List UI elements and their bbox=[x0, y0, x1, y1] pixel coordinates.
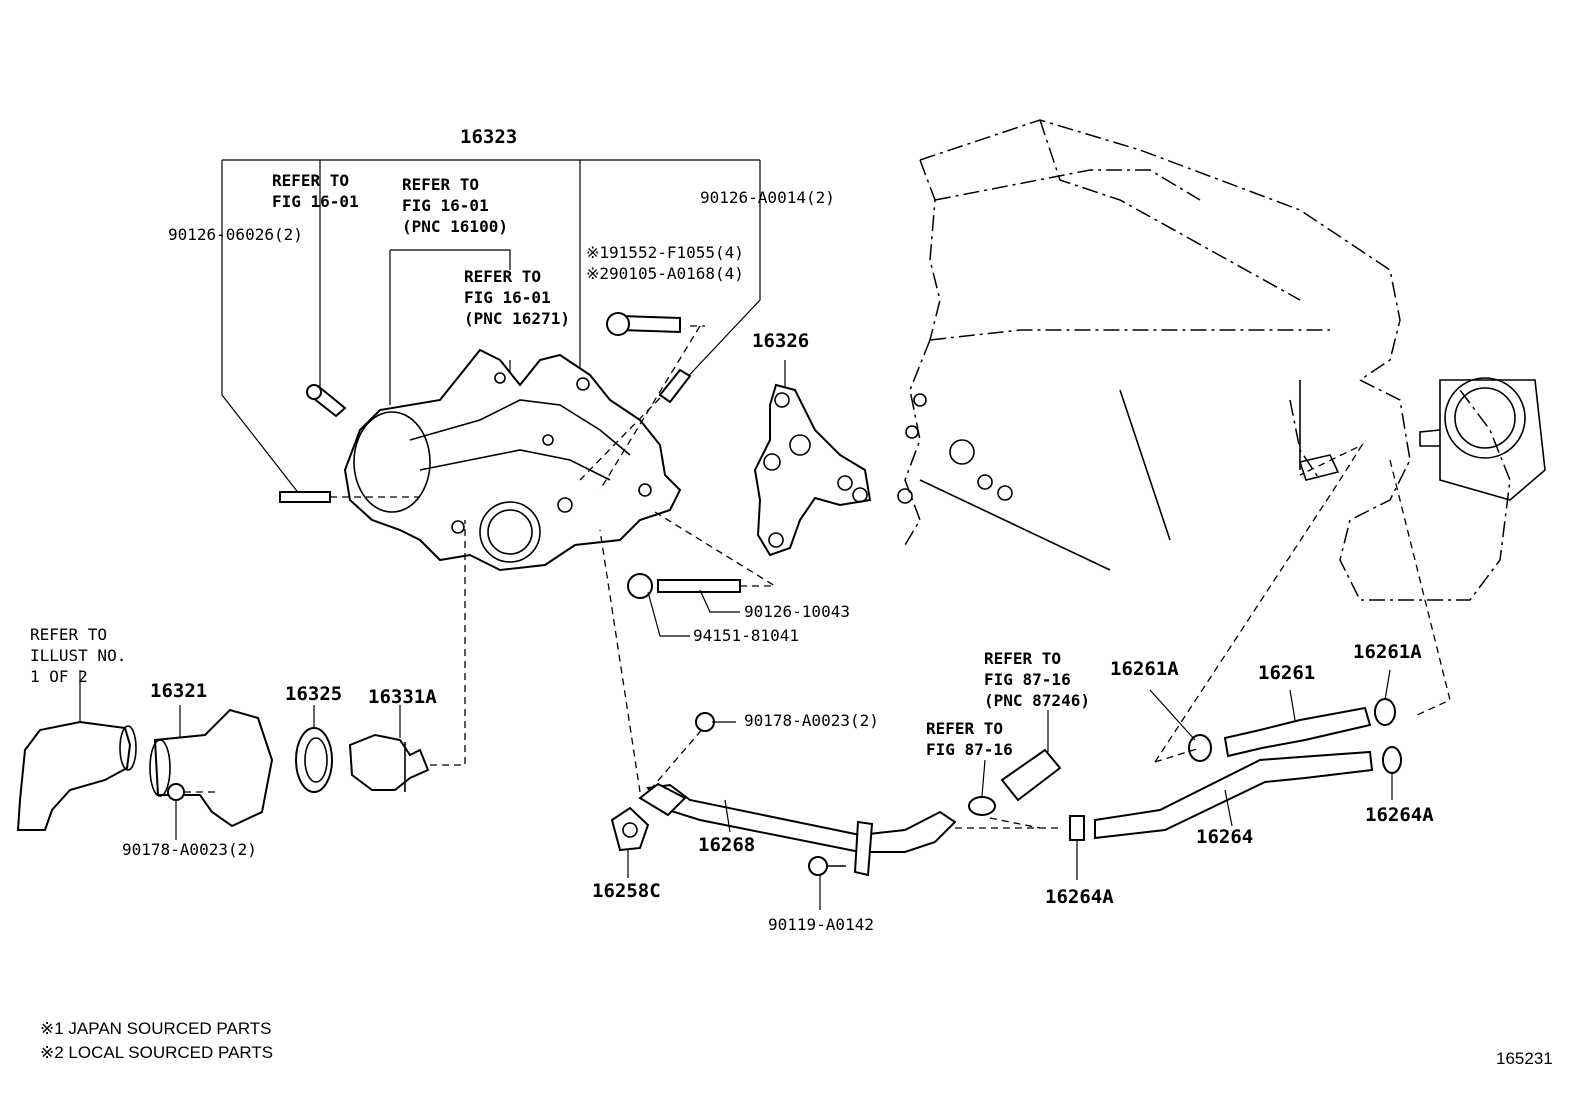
note-japan-sourced: ※1 JAPAN SOURCED PARTS bbox=[40, 1019, 272, 1038]
label-16326: 16326 bbox=[752, 330, 810, 352]
label-90126-06026: 90126-06026(2) bbox=[168, 225, 303, 244]
label-16261a-left: 16261A bbox=[1110, 658, 1179, 680]
label-16261: 16261 bbox=[1258, 662, 1316, 684]
note-local-sourced: ※2 LOCAL SOURCED PARTS bbox=[40, 1043, 274, 1062]
label-16264a-right: 16264A bbox=[1365, 804, 1434, 826]
label-191552-f1055: ※191552-F1055(4) bbox=[586, 243, 744, 262]
water-pump-drawing bbox=[343, 348, 682, 572]
label-16264a-bottom: 16264A bbox=[1045, 886, 1114, 908]
hose-fig8716 bbox=[1000, 710, 1062, 802]
label-90119-a0142: 90119-A0142 bbox=[768, 915, 874, 934]
clamp-16264a-right bbox=[1382, 746, 1402, 800]
gasket-16325 bbox=[295, 705, 333, 793]
label-16261a-right: 16261A bbox=[1353, 641, 1422, 663]
label-90126-10043: 90126-10043 bbox=[744, 602, 850, 621]
clamp-fig8716 bbox=[955, 759, 1060, 829]
label-16323: 16323 bbox=[460, 126, 518, 148]
label-16325: 16325 bbox=[285, 683, 343, 705]
gasket-16326 bbox=[753, 360, 872, 557]
bolt-a0142 bbox=[808, 856, 846, 910]
refer-fig-16-01-a: REFER TO FIG 16-01 bbox=[272, 171, 359, 211]
clamp-16261a-left bbox=[1149, 689, 1212, 762]
pipe-16268 bbox=[599, 529, 957, 877]
label-16258c: 16258C bbox=[592, 880, 661, 902]
hose-16264 bbox=[1094, 750, 1374, 840]
figure-id: 165231 bbox=[1496, 1049, 1553, 1068]
refer-fig-87-16-b: REFER TO FIG 87-16 bbox=[926, 719, 1013, 759]
label-90178-a0023-mid: 90178-A0023(2) bbox=[744, 711, 879, 730]
refer-illust-no: REFER TO ILLUST NO. 1 OF 2 bbox=[30, 625, 127, 686]
label-16321: 16321 bbox=[150, 680, 208, 702]
label-94151-81041: 94151-81041 bbox=[693, 626, 799, 645]
label-16331a: 16331A bbox=[368, 686, 437, 708]
hose-16261 bbox=[1223, 689, 1372, 758]
gasket-16258c bbox=[610, 806, 650, 878]
label-290105-a0168: ※290105-A0168(4) bbox=[586, 264, 744, 283]
radiator-hose-left bbox=[16, 670, 137, 831]
thermostat-16331a bbox=[348, 520, 466, 792]
stud-a0014 bbox=[579, 368, 692, 481]
water-inlet-16321 bbox=[149, 705, 274, 840]
engine-block-outline bbox=[897, 119, 1546, 601]
phantom-connectors bbox=[1154, 443, 1451, 763]
refer-fig-87-16-a: REFER TO FIG 87-16 (PNC 87246) bbox=[984, 649, 1090, 710]
label-16268: 16268 bbox=[698, 834, 756, 856]
stud-nut-10043 bbox=[627, 511, 776, 637]
label-16264: 16264 bbox=[1196, 826, 1254, 848]
refer-fig-16-01-b: REFER TO FIG 16-01 (PNC 16100) bbox=[402, 175, 508, 236]
clamp-16264a-bottom bbox=[1069, 815, 1085, 880]
label-90178-a0023-left: 90178-A0023(2) bbox=[122, 840, 257, 859]
stud-bolt-06026 bbox=[279, 491, 420, 503]
bolt-a0023-mid bbox=[695, 712, 736, 732]
clamp-16261a-right bbox=[1374, 669, 1396, 726]
label-90126-a0014: 90126-A0014(2) bbox=[700, 188, 835, 207]
refer-fig-16-01-c: REFER TO FIG 16-01 (PNC 16271) bbox=[464, 267, 570, 328]
bolt-fig1601 bbox=[306, 384, 347, 418]
